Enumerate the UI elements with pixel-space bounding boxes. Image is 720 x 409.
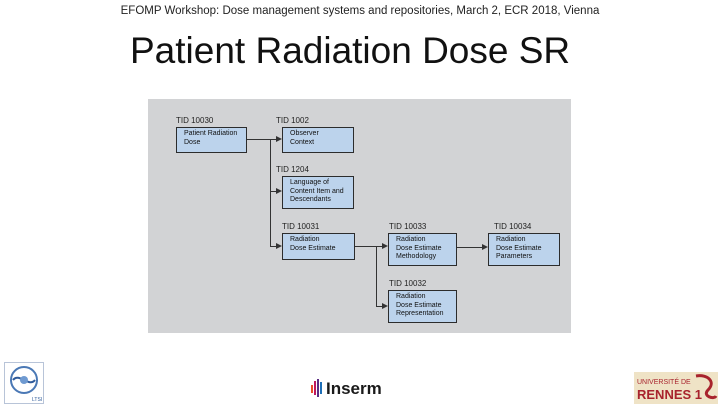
tid-10030-label: TID 10030 [176, 116, 214, 125]
connector-line [376, 306, 382, 307]
connector-line [270, 191, 276, 192]
node-line: Radiation [396, 236, 426, 243]
connector-line [270, 139, 271, 247]
tid-10031-label: TID 10031 [282, 222, 320, 231]
inserm-logo: Inserm [310, 376, 405, 400]
rennes-logo-main-text: RENNES 1 [637, 387, 702, 402]
connector-line [355, 246, 376, 247]
node-line: Descendants [290, 196, 331, 203]
arrowhead-icon [276, 136, 282, 142]
node-line: Dose Estimate [396, 301, 442, 309]
node-line: Dose Estimate [496, 244, 542, 252]
inserm-logo-text: Inserm [326, 379, 382, 398]
arrowhead-icon [276, 188, 282, 194]
node-line: Context [290, 138, 315, 146]
node-radiation-dose-estimate: Radiation Dose Estimate [282, 233, 355, 260]
node-line: Radiation [496, 236, 526, 243]
tid-10033-label: TID 10033 [389, 222, 427, 231]
node-dose-estimate-methodology: Radiation Dose Estimate Methodology [388, 233, 457, 266]
node-language-of-content: Language of Content Item and Descendants [282, 176, 354, 209]
tid-10034-label: TID 10034 [494, 222, 532, 231]
arrowhead-icon [482, 244, 488, 250]
node-line: Dose Estimate [396, 244, 442, 252]
tid-10032-label: TID 10032 [389, 279, 427, 288]
tid-1002-label: TID 1002 [276, 116, 309, 125]
connector-line [270, 139, 276, 140]
node-dose-estimate-parameters: Radiation Dose Estimate Parameters [488, 233, 560, 266]
rennes-logo-graphic: UNIVERSITÉ DE RENNES 1 [634, 372, 718, 404]
node-observer-context: Observer Context [282, 127, 354, 153]
connector-line [457, 247, 482, 248]
slide-title: Patient Radiation Dose SR [130, 30, 571, 71]
universite-rennes-logo: UNIVERSITÉ DE RENNES 1 [634, 372, 718, 404]
ltsi-logo-text: LTSI [32, 397, 42, 403]
arrowhead-icon [382, 303, 388, 309]
node-line: Content Item and [290, 187, 344, 195]
node-patient-radiation-dose: Patient Radiation Dose [176, 127, 247, 153]
connector-line [247, 139, 270, 140]
node-line: Language of [290, 179, 329, 186]
rennes-logo-top-text: UNIVERSITÉ DE [637, 377, 691, 386]
node-line: Radiation [396, 293, 426, 300]
node-line: Observer [290, 130, 319, 137]
node-line: Dose Estimate [290, 244, 336, 252]
node-line: Representation [396, 310, 444, 317]
inserm-logo-graphic: Inserm [311, 379, 382, 398]
node-line: Patient Radiation [184, 130, 238, 137]
arrowhead-icon [382, 243, 388, 249]
node-line: Radiation [290, 236, 320, 243]
connector-line [376, 246, 382, 247]
ltsi-logo: LTSI [4, 362, 44, 404]
ltsi-logo-graphic: LTSI [10, 366, 42, 403]
connector-line [376, 246, 377, 307]
template-hierarchy-diagram: TID 10030 Patient Radiation Dose TID 100… [148, 99, 571, 333]
tid-1204-label: TID 1204 [276, 165, 309, 174]
connector-line [270, 246, 276, 247]
arrowhead-icon [276, 243, 282, 249]
node-dose-estimate-representation: Radiation Dose Estimate Representation [388, 290, 457, 323]
node-line: Dose [184, 138, 201, 146]
node-line: Parameters [496, 253, 533, 260]
header-caption: EFOMP Workshop: Dose management systems … [120, 5, 600, 17]
node-line: Methodology [396, 253, 437, 260]
